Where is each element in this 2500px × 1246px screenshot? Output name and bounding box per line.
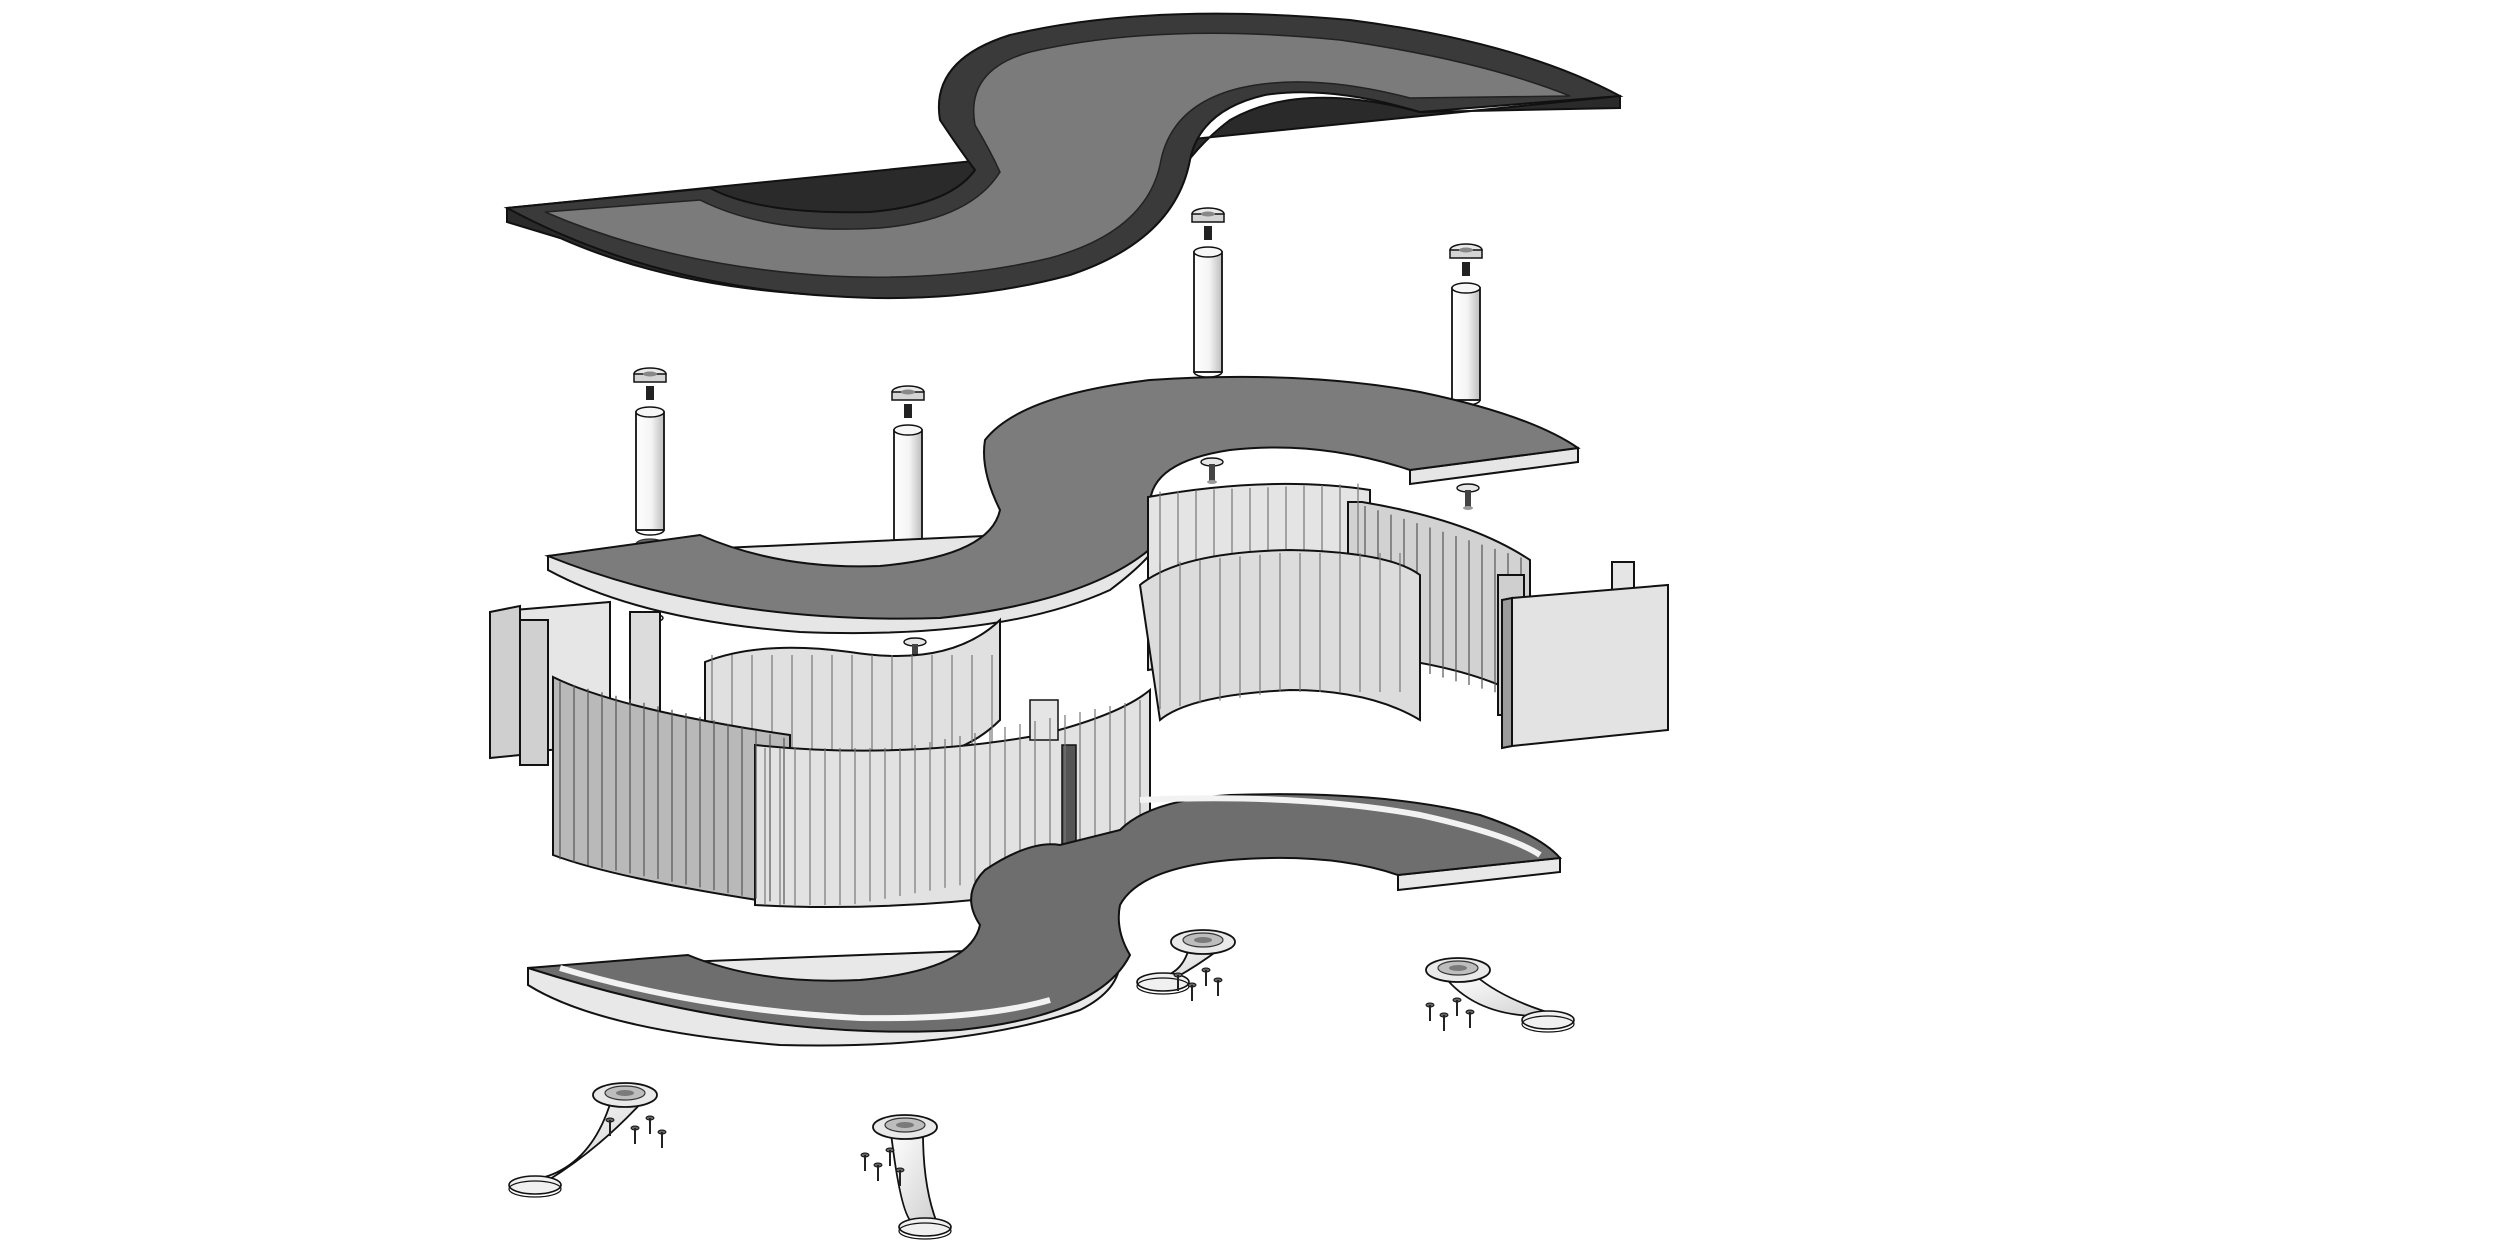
base-panel-top — [527, 793, 1563, 1033]
post-top-face — [1451, 282, 1481, 294]
wood-screw-6 — [873, 1162, 883, 1181]
leg-foot — [898, 1217, 952, 1237]
wood-screw-5 — [860, 1152, 870, 1171]
post-body — [1193, 251, 1223, 373]
leg-foot-base — [508, 1180, 562, 1198]
post-body — [1451, 287, 1481, 401]
wood-screw-14 — [1439, 1012, 1449, 1031]
base-panel-groove — [559, 965, 1051, 1022]
cam-shaft — [1465, 490, 1471, 508]
cam-fitting-3 — [1200, 457, 1224, 484]
connector-cap-hole — [901, 389, 915, 395]
leg-arm — [522, 1100, 646, 1182]
fluted-wall-mid-right-flutes — [1159, 553, 1401, 710]
screws-group — [605, 967, 1475, 1186]
connector-bolt — [1204, 226, 1212, 240]
curved-leg-4 — [1425, 957, 1575, 1033]
wood-screw-7 — [885, 1147, 895, 1166]
post-top-face — [1193, 246, 1223, 258]
leg-foot — [1521, 1010, 1575, 1030]
connector-cap-hole — [1201, 211, 1215, 217]
base-panel-groove-right — [1139, 795, 1542, 858]
wood-screw-16 — [1465, 1009, 1475, 1028]
leg-mount-hole — [1449, 965, 1467, 971]
post-bottom-arc — [635, 529, 665, 536]
post-top-face — [893, 424, 923, 436]
legs-group — [508, 929, 1575, 1240]
cam-tip — [1463, 506, 1473, 510]
wood-screw-12 — [1213, 977, 1223, 996]
leg-foot — [508, 1175, 562, 1195]
wood-screw-1 — [605, 1117, 615, 1136]
cylindrical-post-1 — [633, 367, 667, 550]
cylindrical-post-3 — [1191, 207, 1225, 392]
top-panel — [503, 12, 1624, 300]
connector-bolt — [904, 404, 912, 418]
connector-cap-hole — [1459, 247, 1473, 253]
wood-screw-8 — [895, 1167, 905, 1186]
wood-screw-13 — [1425, 1002, 1435, 1021]
cylindrical-post-4 — [1449, 243, 1483, 420]
cam-fitting-4 — [1456, 483, 1480, 510]
wood-screw-3 — [645, 1115, 655, 1134]
wood-screw-11 — [1201, 967, 1211, 986]
leg-mount-hole — [896, 1122, 914, 1128]
leg-foot — [1136, 972, 1190, 992]
cam-shaft — [912, 644, 918, 662]
connector-bolt — [646, 386, 654, 400]
wood-screw-2 — [630, 1125, 640, 1144]
connector-bolt — [1462, 262, 1470, 276]
leg-mount-hole — [616, 1090, 634, 1096]
post-top-face — [635, 406, 665, 418]
wood-screw-10 — [1187, 982, 1197, 1001]
cam-tip — [1207, 480, 1217, 484]
connector-cap-hole — [643, 371, 657, 377]
wood-screw-15 — [1452, 997, 1462, 1016]
wood-screw-4 — [657, 1129, 667, 1148]
middle-shelf-top — [544, 375, 1581, 620]
flat-side-panel-right — [1497, 561, 1669, 750]
leg-mount-hole — [1194, 937, 1212, 943]
post-body — [635, 411, 665, 531]
leg-arm — [889, 1132, 939, 1224]
base-panel — [527, 793, 1563, 1047]
top-panel-inset — [544, 32, 1571, 278]
leg-foot-base — [1521, 1015, 1575, 1033]
cam-shaft — [1209, 464, 1215, 482]
wood-screw-9 — [1173, 972, 1183, 991]
leg-foot-base — [898, 1222, 952, 1240]
flat-side-panel-left — [489, 600, 661, 766]
middle-shelf — [544, 375, 1581, 635]
curved-leg-3 — [1136, 929, 1236, 995]
curved-leg-2 — [872, 1114, 952, 1240]
